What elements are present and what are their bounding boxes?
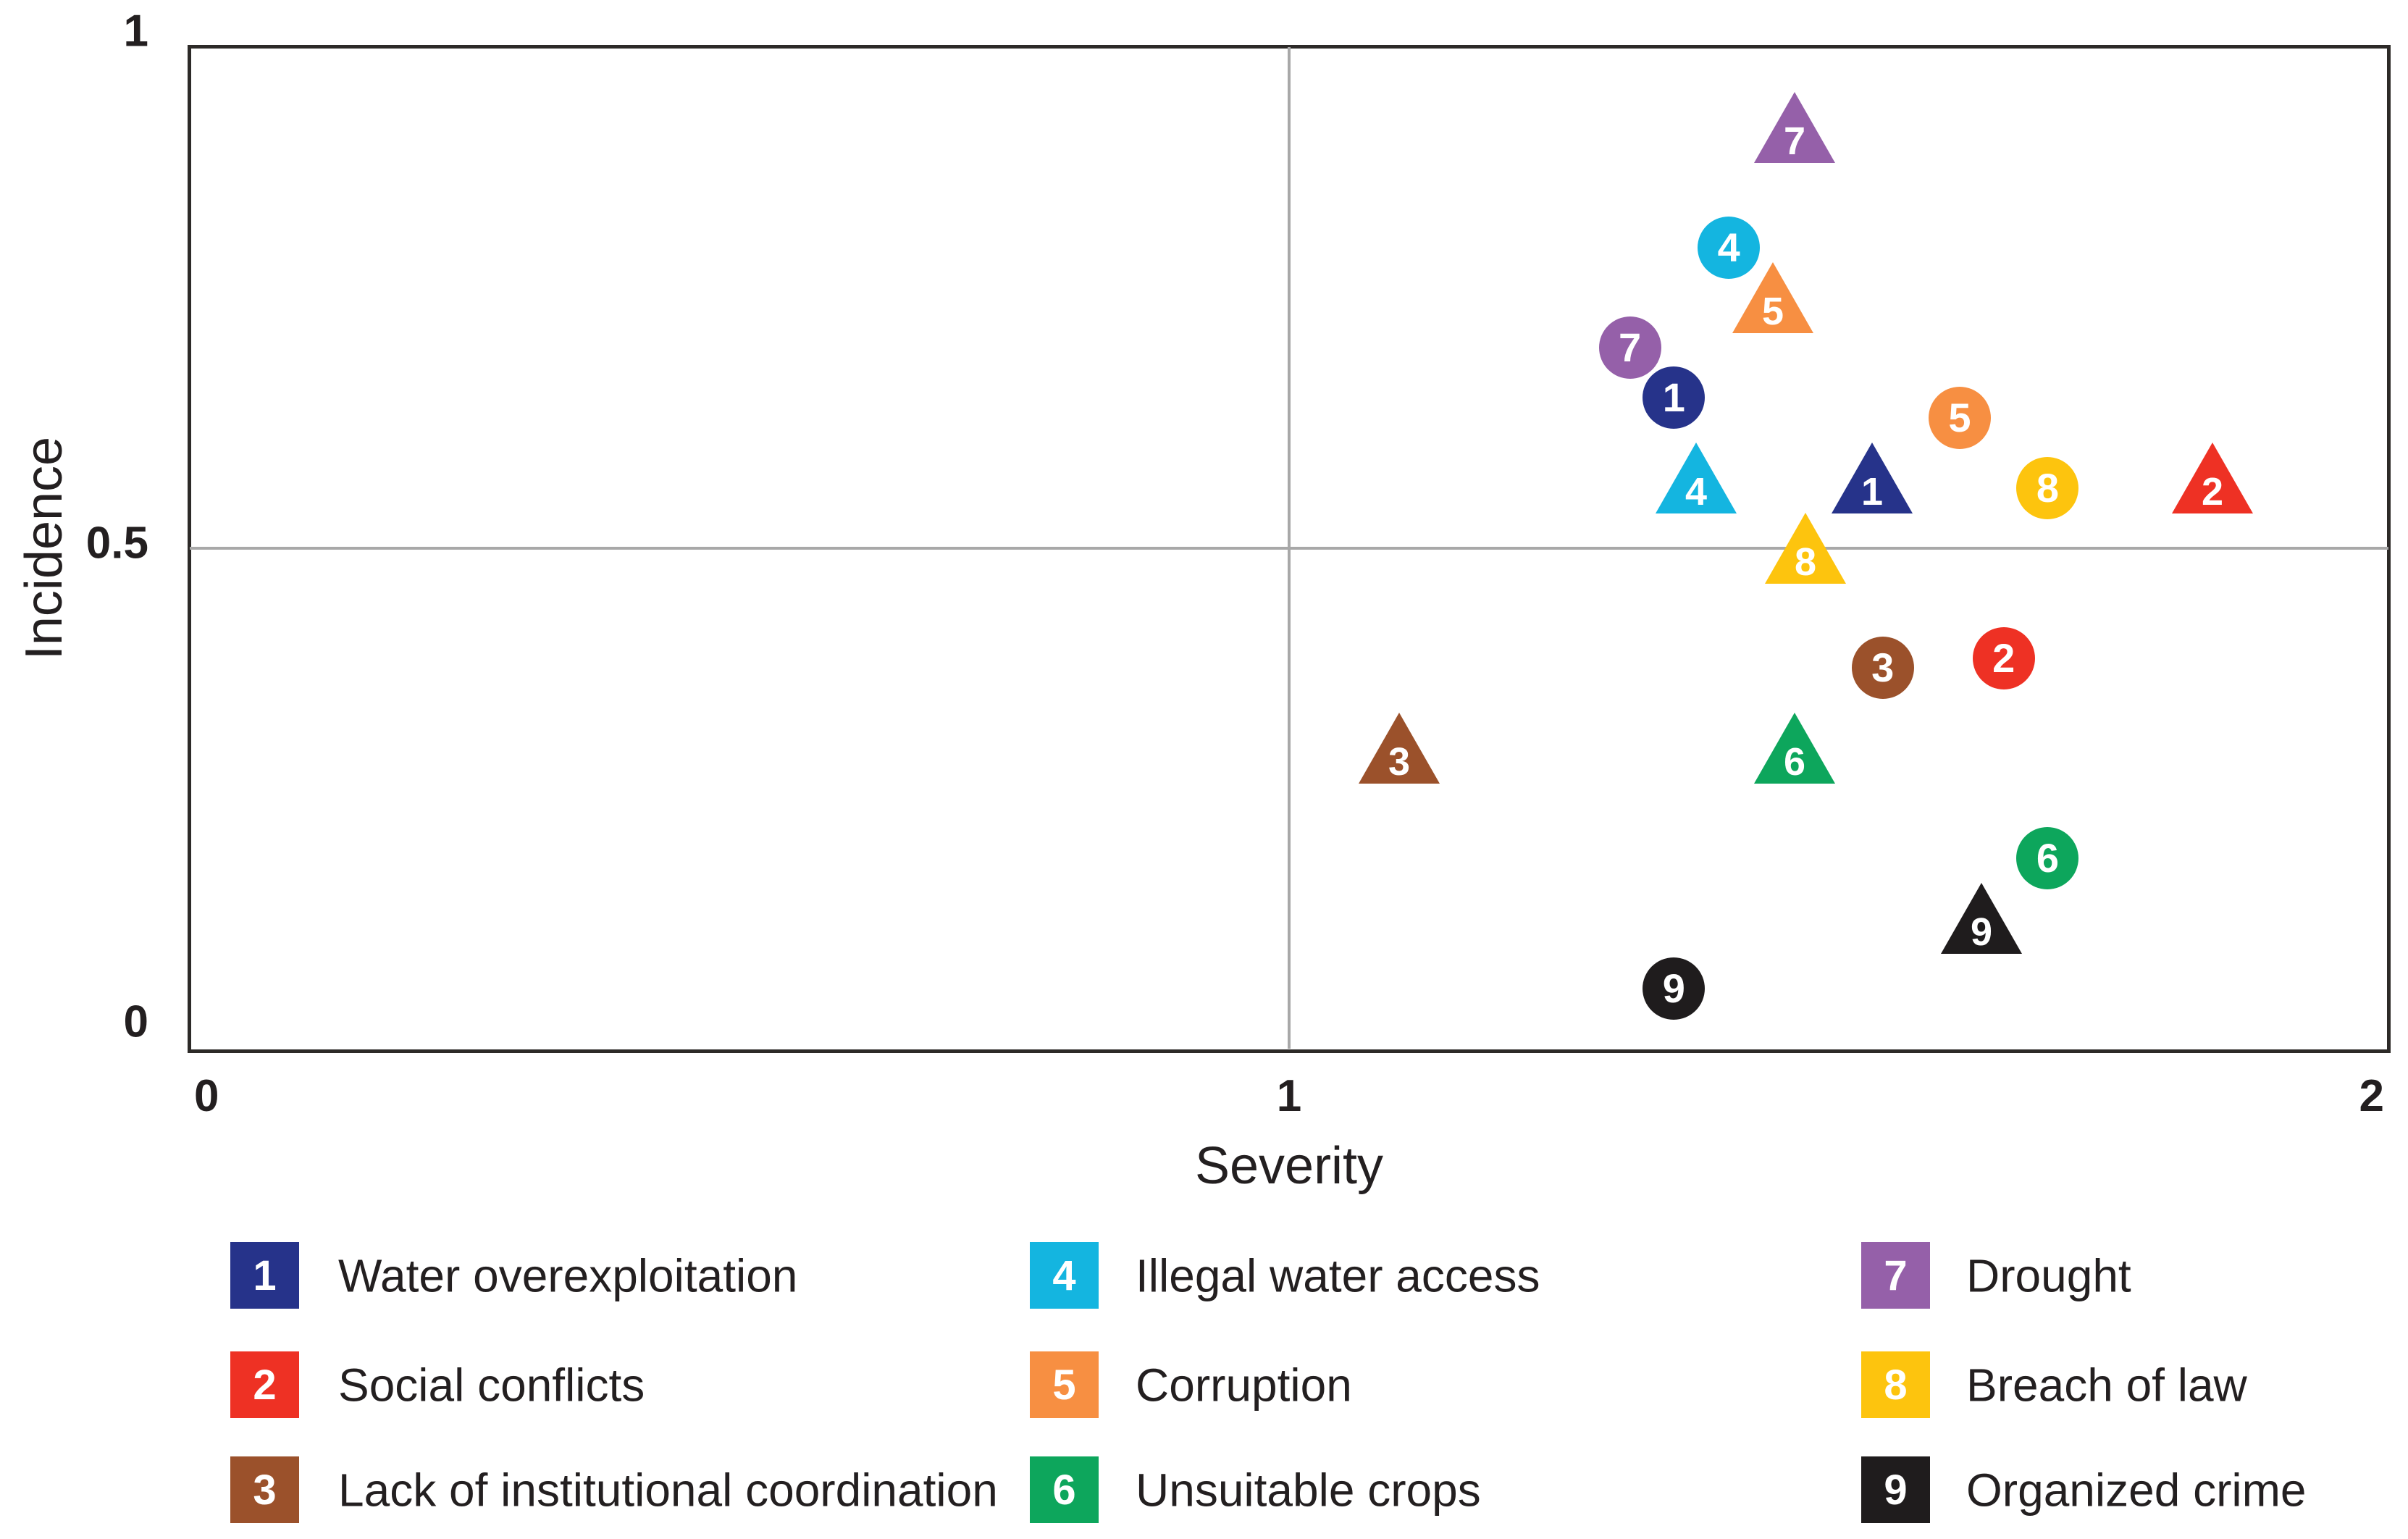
triangle-shape: 6 xyxy=(1754,713,1836,784)
marker-number: 4 xyxy=(1717,224,1740,270)
marker-circle-1: 1 xyxy=(1643,366,1706,429)
marker-number: 9 xyxy=(1662,965,1685,1012)
legend-swatch-6: 6 xyxy=(1030,1456,1099,1523)
marker-number: 2 xyxy=(1992,634,2015,681)
svg-text:1: 1 xyxy=(1861,470,1883,513)
legend-item-1: 1 Water overexploitation xyxy=(230,1242,1135,1311)
legend-label-5: Corruption xyxy=(1136,1359,1352,1412)
marker-triangle-5: 5 xyxy=(1732,261,1813,333)
triangle-shape: 5 xyxy=(1732,261,1813,333)
legend-label-4: Illegal water access xyxy=(1136,1249,1540,1302)
quadrant-gridline-horizontal xyxy=(190,546,2388,550)
x-axis-title: Severity xyxy=(1194,1137,1384,1195)
svg-text:2: 2 xyxy=(2202,470,2223,513)
legend-item-4: 4 Illegal water access xyxy=(1030,1242,1932,1311)
marker-number: 7 xyxy=(1619,324,1642,370)
marker-triangle-7: 7 xyxy=(1754,91,1836,163)
marker-triangle-1: 1 xyxy=(1831,442,1913,513)
legend-swatch-2: 2 xyxy=(230,1351,299,1418)
legend-item-5: 5 Corruption xyxy=(1030,1351,1932,1420)
legend-label-1: Water overexploitation xyxy=(338,1249,798,1302)
legend-swatch-3: 3 xyxy=(230,1456,299,1523)
y-tick-0: 0 xyxy=(123,997,148,1047)
marker-triangle-9: 9 xyxy=(1941,883,2023,955)
triangle-shape: 9 xyxy=(1941,883,2023,955)
svg-text:6: 6 xyxy=(1784,740,1805,784)
legend-swatch-7: 7 xyxy=(1861,1242,1930,1309)
triangle-shape: 7 xyxy=(1754,91,1836,163)
marker-circle-3: 3 xyxy=(1851,637,1914,700)
y-axis-title: Incidence xyxy=(15,436,73,661)
marker-number: 8 xyxy=(2036,464,2059,511)
y-tick-0.5: 0.5 xyxy=(85,518,148,568)
x-tick-2: 2 xyxy=(2359,1071,2384,1121)
legend-swatch-4: 4 xyxy=(1030,1242,1099,1309)
legend-swatch-5: 5 xyxy=(1030,1351,1099,1418)
triangle-shape: 2 xyxy=(2172,442,2254,513)
marker-circle-6: 6 xyxy=(2016,827,2079,890)
legend-swatch-1: 1 xyxy=(230,1242,299,1309)
legend-item-7: 7 Drought xyxy=(1861,1242,2408,1311)
legend-swatch-8: 8 xyxy=(1861,1351,1930,1418)
legend-item-2: 2 Social conflicts xyxy=(230,1351,1135,1420)
legend-swatch-9: 9 xyxy=(1861,1456,1930,1523)
y-tick-1: 1 xyxy=(123,6,148,56)
marker-number: 5 xyxy=(1948,394,1971,440)
marker-triangle-2: 2 xyxy=(2172,442,2254,513)
marker-circle-2: 2 xyxy=(1972,626,2035,689)
marker-circle-7: 7 xyxy=(1598,316,1661,379)
legend-label-9: Organized crime xyxy=(1966,1464,2307,1517)
svg-text:8: 8 xyxy=(1795,540,1816,584)
marker-circle-5: 5 xyxy=(1928,386,1991,449)
legend-label-3: Lack of institutional coordination xyxy=(338,1464,998,1517)
marker-circle-4: 4 xyxy=(1698,216,1761,279)
svg-text:9: 9 xyxy=(1971,910,1992,954)
marker-triangle-8: 8 xyxy=(1765,512,1847,584)
legend-item-9: 9 Organized crime xyxy=(1861,1456,2408,1525)
marker-triangle-3: 3 xyxy=(1358,713,1440,784)
marker-circle-8: 8 xyxy=(2016,456,2079,519)
svg-text:3: 3 xyxy=(1388,740,1410,784)
svg-text:7: 7 xyxy=(1784,119,1805,163)
legend-label-6: Unsuitable crops xyxy=(1136,1464,1481,1517)
x-tick-1: 1 xyxy=(1276,1071,1302,1121)
legend-label-2: Social conflicts xyxy=(338,1359,645,1412)
legend-item-6: 6 Unsuitable crops xyxy=(1030,1456,1932,1525)
marker-circle-9: 9 xyxy=(1643,957,1706,1020)
triangle-shape: 1 xyxy=(1831,442,1913,513)
svg-text:4: 4 xyxy=(1685,470,1707,513)
marker-number: 6 xyxy=(2036,835,2059,881)
marker-triangle-4: 4 xyxy=(1655,442,1737,513)
marker-triangle-6: 6 xyxy=(1754,713,1836,784)
legend-label-8: Breach of law xyxy=(1966,1359,2247,1412)
legend-label-7: Drought xyxy=(1966,1249,2131,1302)
legend-item-8: 8 Breach of law xyxy=(1861,1351,2408,1420)
marker-number: 3 xyxy=(1871,645,1895,691)
x-tick-0: 0 xyxy=(194,1071,219,1121)
triangle-shape: 4 xyxy=(1655,442,1737,513)
svg-text:5: 5 xyxy=(1762,290,1784,333)
legend-item-3: 3 Lack of institutional coordination xyxy=(230,1456,1135,1525)
marker-number: 1 xyxy=(1662,374,1685,421)
triangle-shape: 8 xyxy=(1765,512,1847,584)
triangle-shape: 3 xyxy=(1358,713,1440,784)
